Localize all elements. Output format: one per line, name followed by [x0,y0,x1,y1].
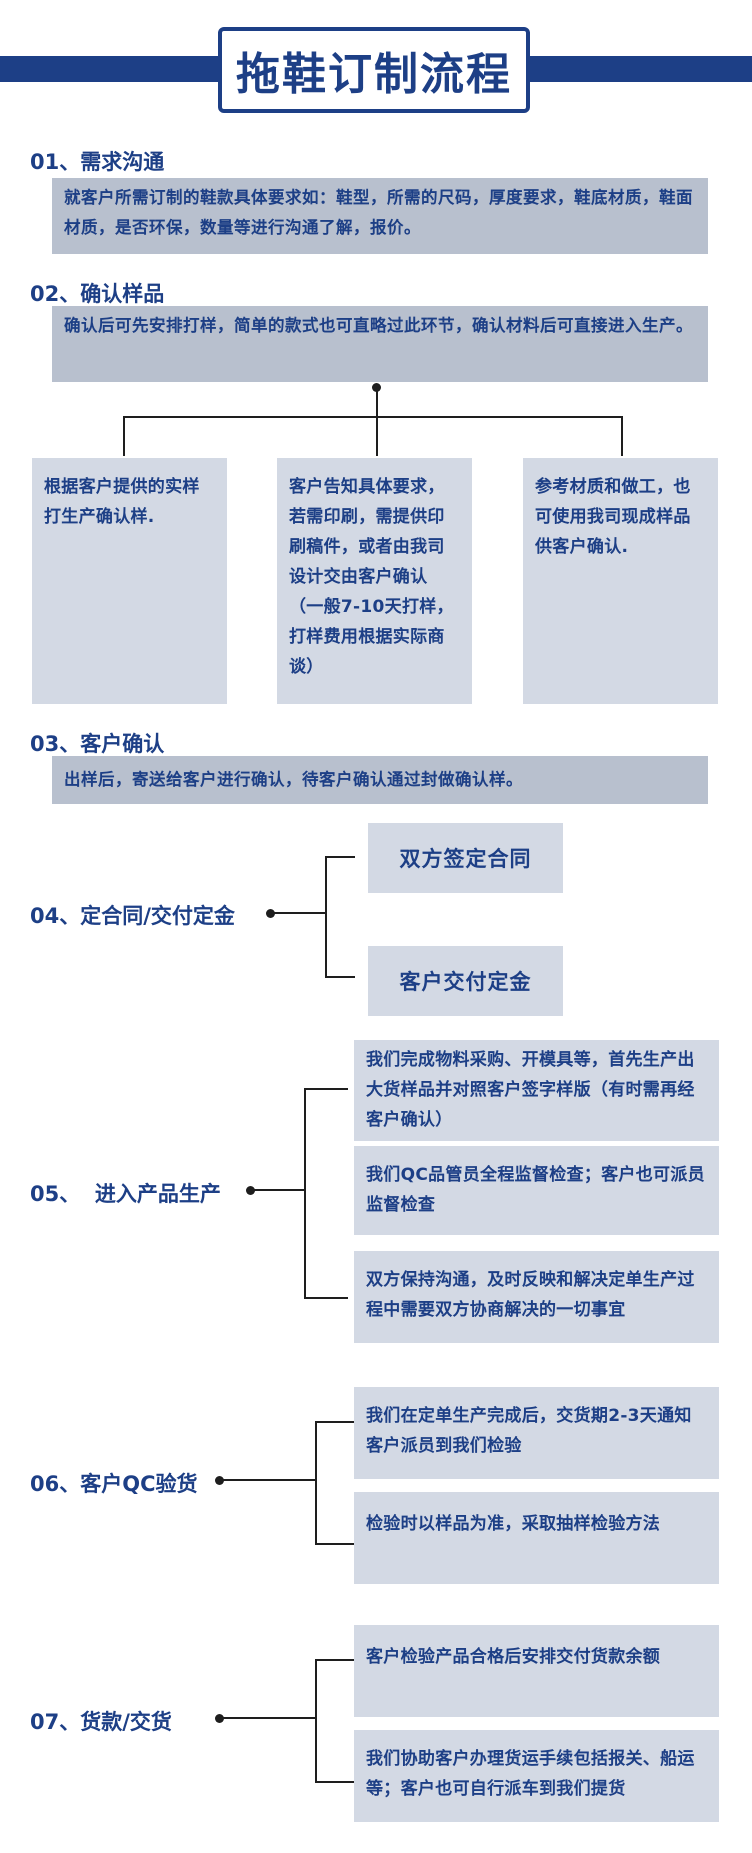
step-3-heading: 03、客户确认 [30,732,165,756]
step-5-item-3: 双方保持沟通，及时反映和解决定单生产过程中需要双方协商解决的一切事宜 [354,1251,719,1343]
step-4-heading: 04、定合同/交付定金 [30,904,235,928]
step-3-desc: 出样后，寄送给客户进行确认，待客户确认通过封做确认样。 [52,756,708,804]
step-2-option-3: 参考材质和做工，也可使用我司现成样品供客户确认. [523,458,718,704]
step-7-vertical [315,1659,317,1783]
step-2-option-1: 根据客户提供的实样打生产确认样. [32,458,227,704]
step-4-bottom-branch [325,976,355,978]
step-2-branch-mid [376,416,378,456]
step-7-branch-1 [315,1659,355,1661]
step-5-branch-3 [304,1297,348,1299]
step-2-desc: 确认后可先安排打样，简单的款式也可直略过此环节，确认材料后可直接进入生产。 [52,306,708,382]
step-5-vertical [304,1088,306,1299]
step-6-branch-1 [315,1421,355,1423]
step-4-item-2: 客户交付定金 [368,946,563,1016]
step-2-branch-left [123,416,125,456]
step-4-top-branch [325,856,355,858]
step-7-item-1: 客户检验产品合格后安排交付货款余额 [354,1625,719,1717]
step-6-stem [219,1479,317,1481]
step-5-heading: 05、 进入产品生产 [30,1182,221,1206]
step-4-vertical [325,856,327,978]
step-2-branch-right [621,416,623,456]
step-5-item-1: 我们完成物料采购、开模具等，首先生产出大货样品并对照客户签字样版（有时需再经客户… [354,1040,719,1141]
step-1-desc: 就客户所需订制的鞋款具体要求如：鞋型，所需的尺码，厚度要求，鞋底材质，鞋面材质，… [52,178,708,254]
title-box: 拖鞋订制流程 [218,27,530,113]
step-6-item-2: 检验时以样品为准，采取抽样检验方法 [354,1492,719,1584]
step-5-branch-1 [304,1088,348,1090]
step-7-heading: 07、货款/交货 [30,1710,172,1734]
step-2-option-2: 客户告知具体要求，若需印刷，需提供印刷稿件，或者由我司设计交由客户确认（一般7-… [277,458,472,704]
step-6-heading: 06、客户QC验货 [30,1472,198,1496]
step-4-item-1: 双方签定合同 [368,823,563,893]
step-6-branch-2 [315,1543,355,1545]
step-2-branch-stem [376,387,378,417]
step-1-heading: 01、需求沟通 [30,150,165,174]
step-6-vertical [315,1421,317,1545]
step-7-stem [219,1717,317,1719]
step-5-item-2: 我们QC品管员全程监督检查；客户也可派员监督检查 [354,1146,719,1235]
step-4-stem [270,912,327,914]
page-title: 拖鞋订制流程 [236,49,512,100]
step-2-heading: 02、确认样品 [30,282,165,306]
step-7-branch-2 [315,1781,355,1783]
step-2-branch-bar [123,416,623,418]
step-5-stem [250,1189,306,1191]
step-7-item-2: 我们协助客户办理货运手续包括报关、船运等；客户也可自行派车到我们提货 [354,1730,719,1822]
step-6-item-1: 我们在定单生产完成后，交货期2-3天通知客户派员到我们检验 [354,1387,719,1479]
